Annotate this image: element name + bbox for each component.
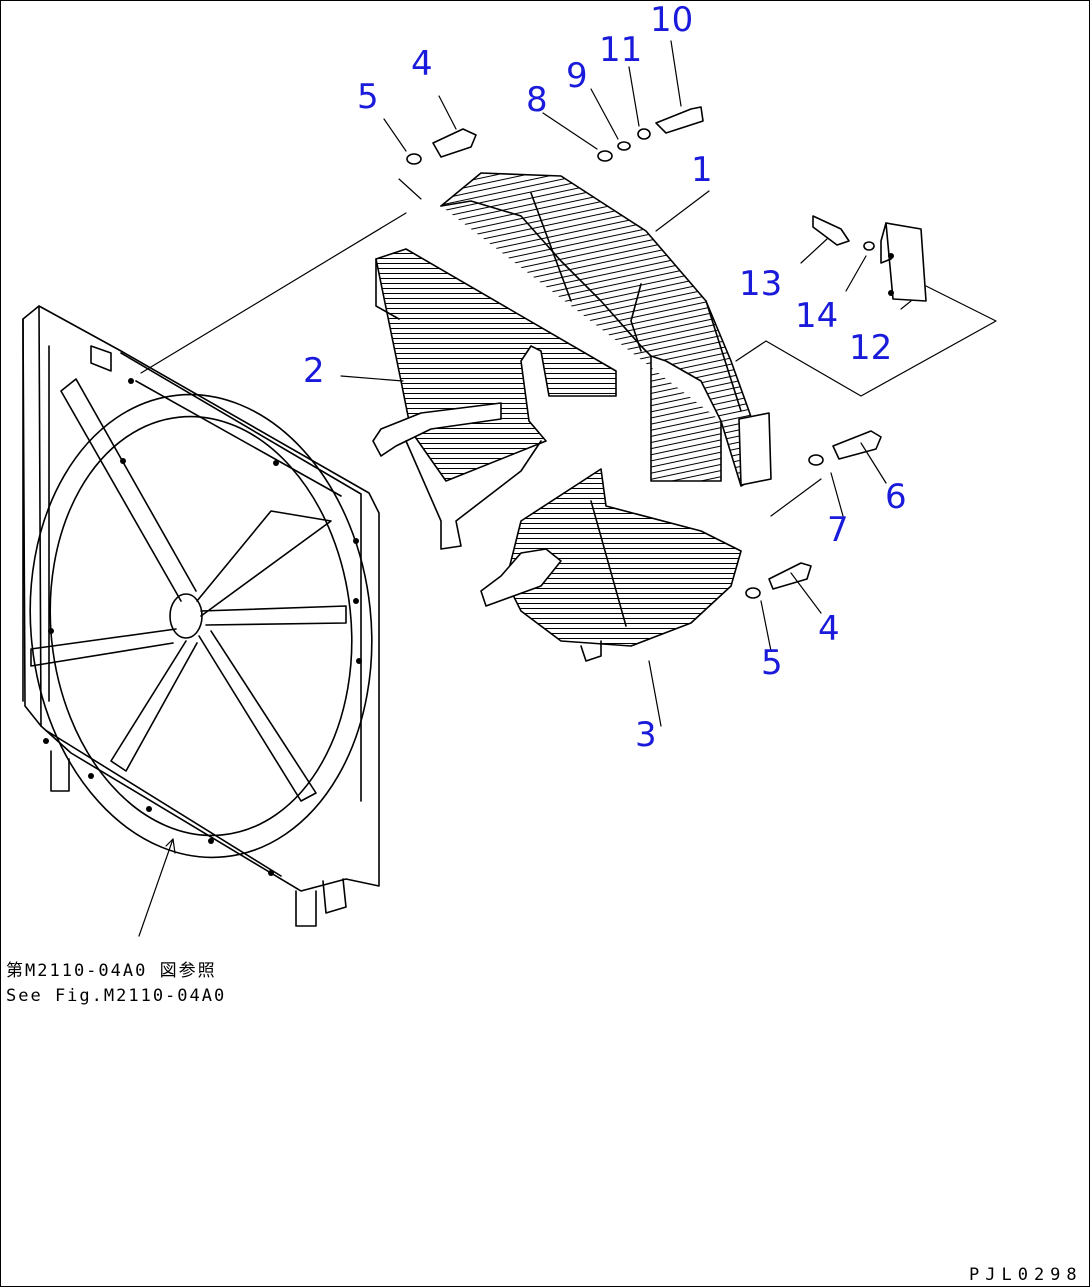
callout-6[interactable]: 6 bbox=[885, 477, 907, 517]
callout-9[interactable]: 9 bbox=[566, 56, 588, 96]
callout-12[interactable]: 12 bbox=[849, 328, 893, 368]
callout-5-bottom[interactable]: 5 bbox=[761, 643, 783, 683]
figure-code: PJL0298 bbox=[969, 1265, 1083, 1285]
callout-7[interactable]: 7 bbox=[827, 510, 849, 550]
leader-lines bbox=[138, 40, 997, 937]
guard-part-3 bbox=[405, 440, 742, 662]
callout-11[interactable]: 11 bbox=[599, 30, 643, 70]
reference-note-japanese[interactable]: 第M2110-04A0 図参照 bbox=[6, 961, 217, 981]
callout-3[interactable]: 3 bbox=[635, 715, 657, 755]
callout-2[interactable]: 2 bbox=[303, 351, 325, 391]
callout-10[interactable]: 10 bbox=[650, 0, 694, 40]
callout-13[interactable]: 13 bbox=[739, 264, 783, 304]
fasteners bbox=[406, 106, 882, 599]
callout-14[interactable]: 14 bbox=[795, 296, 839, 336]
radiator-frame bbox=[22, 305, 380, 927]
callout-4-top[interactable]: 4 bbox=[411, 44, 433, 84]
callout-1[interactable]: 1 bbox=[691, 150, 713, 190]
bracket-part-12 bbox=[880, 222, 927, 302]
callout-5-top[interactable]: 5 bbox=[357, 77, 379, 117]
reference-note-english[interactable]: See Fig.M2110-04A0 bbox=[6, 986, 227, 1006]
guard-part-2 bbox=[372, 248, 617, 482]
callout-8[interactable]: 8 bbox=[526, 80, 548, 120]
callout-4-bottom[interactable]: 4 bbox=[818, 609, 840, 649]
guard-part-1 bbox=[440, 172, 772, 487]
